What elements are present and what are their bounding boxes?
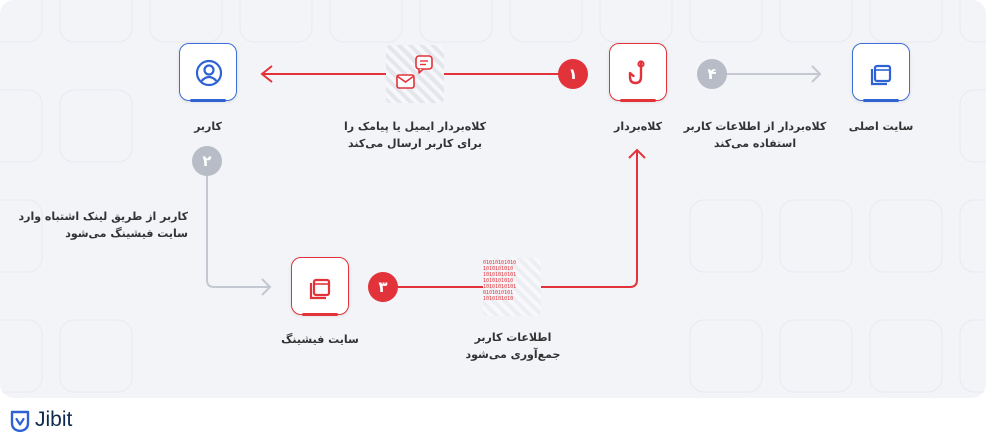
scammer-label: کلاه‌بردار	[614, 120, 662, 133]
phishing-site-label: سایت فیشینگ	[281, 333, 359, 346]
binary-line: 0101010101	[483, 290, 514, 296]
binary-line: 1010101010	[483, 278, 514, 284]
binary-data: 01010101010 1010101010 10101010101 10101…	[483, 260, 543, 302]
binary-line: 10101010101	[483, 272, 517, 278]
diagram-panel: کاربر کلاه‌بردار سایت اصلی سایت فیشینگ	[0, 0, 986, 398]
step-1-line1: کلاه‌بردار ایمیل یا پیامک را	[343, 120, 487, 133]
brand-name: Jibit	[35, 408, 73, 431]
message-icon	[396, 55, 433, 89]
data-tile	[483, 258, 541, 316]
window-icon	[309, 278, 331, 300]
arrow-scammer-to-main	[712, 65, 822, 83]
user-label: کاربر	[194, 120, 222, 133]
step-4-line1: کلاه‌بردار از اطلاعات کاربر	[683, 120, 827, 133]
arrow-user-to-phishing	[206, 175, 272, 296]
binary-line: 1010101010	[483, 266, 514, 272]
message-tile	[386, 45, 444, 103]
step-3-line2: جمع‌آوری می‌شود	[465, 348, 561, 361]
step-3-caption: اطلاعات کاربر جمع‌آوری می‌شود	[450, 329, 576, 363]
jibit-logo-icon	[10, 410, 30, 432]
step-1-badge: ۱	[558, 59, 588, 89]
step-1-caption: کلاه‌بردار ایمیل یا پیامک را برای کاربر …	[330, 118, 500, 152]
step-4-badge: ۴	[697, 59, 727, 89]
step-2-line2: سایت فیشینگ می‌شود	[65, 227, 188, 240]
step-4-caption: کلاه‌بردار از اطلاعات کاربر استفاده می‌ک…	[680, 118, 830, 152]
step-2-line1: کاربر از طریق لینک اشتباه وارد	[18, 210, 189, 223]
user-icon	[195, 59, 223, 87]
binary-line: 10101010101	[483, 284, 517, 290]
arrow-phishing-to-scammer	[383, 148, 646, 288]
phishing-site-node	[291, 257, 349, 316]
main-site-node	[852, 43, 910, 102]
step-4-line2: استفاده می‌کند	[713, 137, 797, 150]
step-3-line1: اطلاعات کاربر	[474, 331, 552, 344]
step-2-badge: ۲	[192, 146, 222, 176]
main-site-label: سایت اصلی	[848, 120, 914, 133]
scammer-node	[609, 43, 667, 102]
step-1-line2: برای کاربر ارسال می‌کند	[348, 137, 482, 150]
fishhook-icon	[628, 60, 645, 85]
step-3-badge: ۳	[368, 272, 398, 302]
step-2-caption: کاربر از طریق لینک اشتباه وارد سایت فیشی…	[18, 208, 189, 242]
background-tiles	[0, 0, 986, 393]
user-node	[179, 43, 237, 102]
window-icon	[870, 64, 892, 86]
binary-line: 01010101010	[483, 260, 517, 266]
binary-line: 1010101010	[483, 296, 514, 302]
